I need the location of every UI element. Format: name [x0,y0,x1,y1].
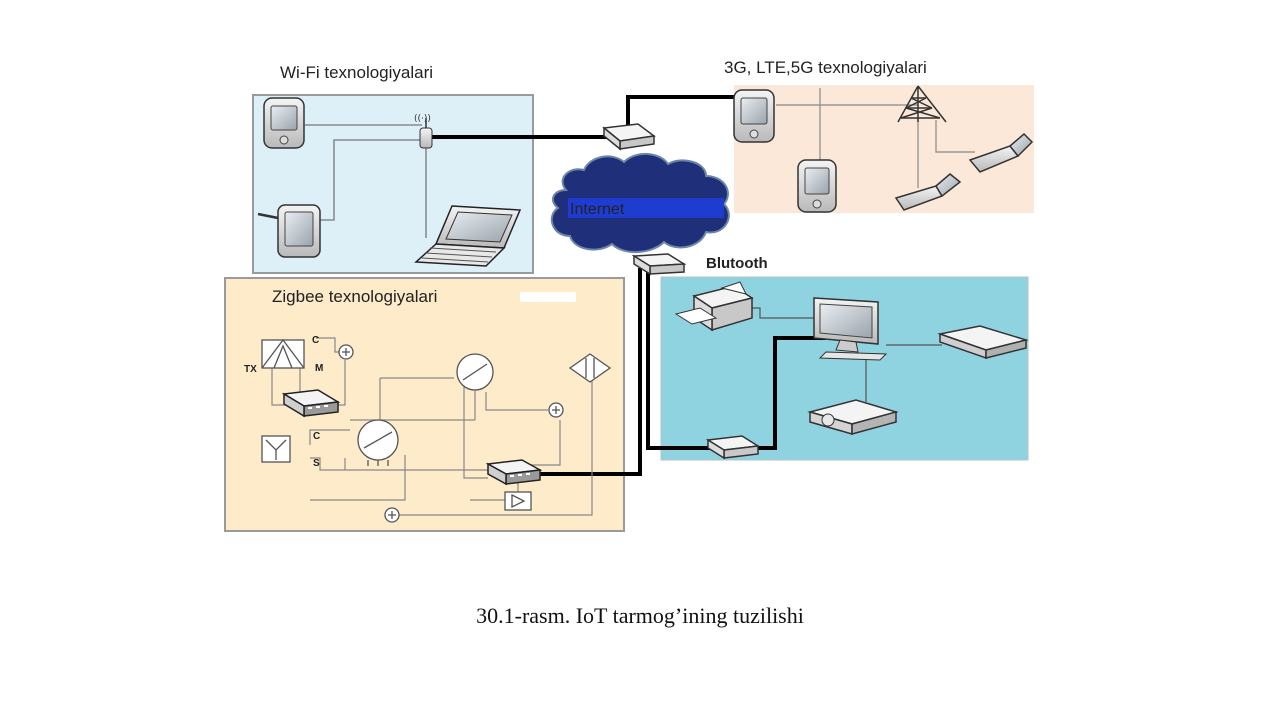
zigbee-label-c1: C [312,335,319,346]
zigbee-label-tx: TX [244,364,257,375]
mobile-title: 3G, LTE,5G texnologiyalari [724,58,927,77]
router-center [631,253,687,276]
monitor-icon [813,297,888,361]
zigbee-sensor-bottom [384,507,400,523]
zigbee-tx-symbol [261,338,305,369]
zigbee-switch-a [281,389,341,418]
internet-cloud: Internet [550,153,730,253]
zigbee-sensor-top [338,344,354,360]
flip-phone-icon-left [894,173,962,211]
zigbee-title: Zigbee texnologiyalari [272,287,437,306]
router-bluetooth [705,435,761,460]
internet-label: Internet [570,201,625,218]
zigbee-diamond-symbol [568,353,612,383]
flip-phone-icon-right [968,132,1034,173]
svg-text:((·)): ((·)) [414,114,431,124]
zigbee-y-symbol [261,435,291,463]
mobile-links [776,88,975,188]
wifi-links [305,124,427,238]
backbone-links [425,95,826,476]
printer-icon [674,281,754,332]
mobile-pda-icon-bottom [797,159,837,213]
zigbee-amplifier-symbol [504,491,532,511]
zigbee-switch-b [485,459,543,486]
zigbee-label-s: S [313,458,320,469]
zigbee-gauge-center [357,419,399,466]
mobile-pda-icon-top [733,89,775,143]
wifi-pda-icon [263,97,305,149]
zigbee-label-m: M [315,363,323,374]
wifi-laptop-icon [414,205,522,267]
zigbee-gauge-top [456,353,494,391]
wifi-tablet-icon [257,204,321,258]
zigbee-label-c2: C [313,431,320,442]
projector-icon [807,399,899,435]
wifi-title: Wi-Fi texnologiyalari [280,63,433,82]
mobile-panel [734,85,1034,213]
figure-caption: 30.1-rasm. IoT tarmog’ining tuzilishi [476,603,804,628]
cell-tower-icon [897,85,947,123]
scanner-icon [937,325,1029,360]
wifi-access-point-icon: ((·)) [414,114,433,149]
zigbee-links [271,337,593,516]
router-top [602,123,656,151]
zigbee-sensor-right [548,402,564,418]
bluetooth-title: Blutooth [706,255,768,272]
